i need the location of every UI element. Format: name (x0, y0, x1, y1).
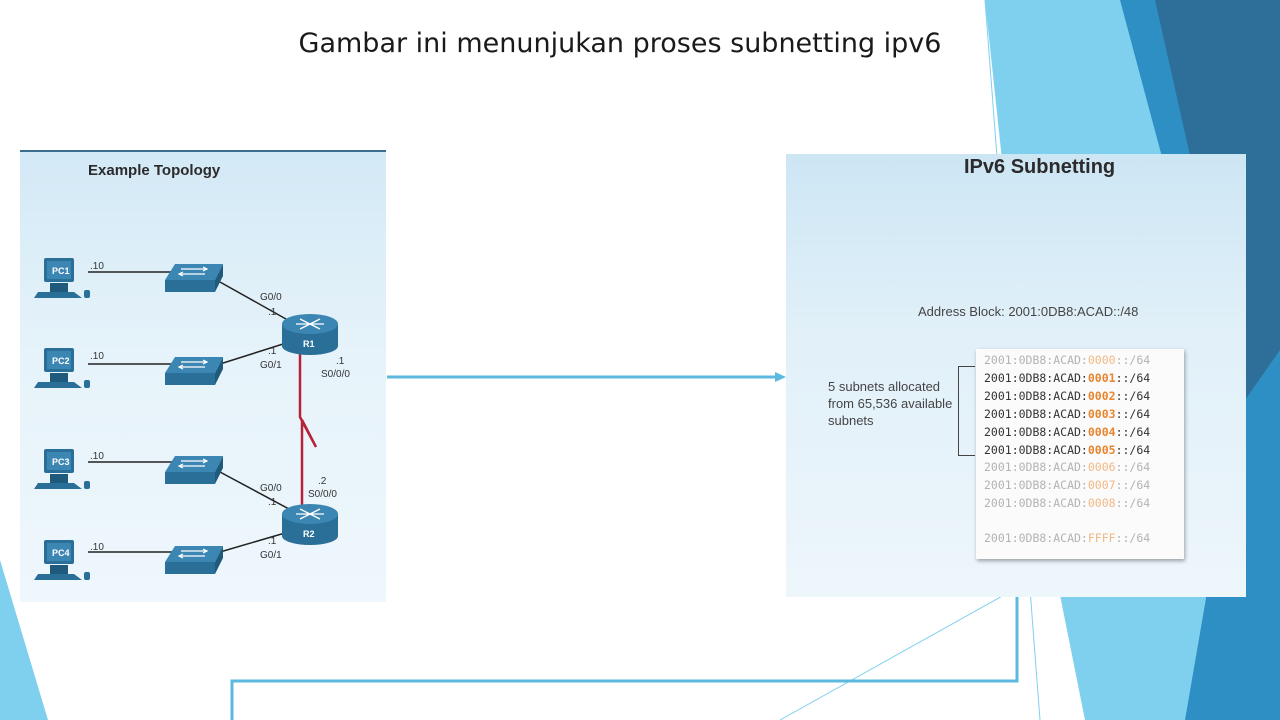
subnet-id: 0001 (1087, 371, 1116, 385)
subnet-suffix: ::/64 (1115, 478, 1151, 492)
subnet-row: 2001:0DB8:ACAD:0007::/64 (984, 478, 1150, 492)
allocation-note: 5 subnets allocated from 65,536 availabl… (828, 379, 953, 428)
subnet-row: 2001:0DB8:ACAD:0006::/64 (984, 460, 1150, 474)
subnet-prefix: 2001:0DB8:ACAD: (984, 389, 1088, 403)
switch3-icon (165, 456, 223, 484)
subnet-prefix: 2001:0DB8:ACAD: (984, 496, 1088, 510)
router-r1-label: R1 (303, 339, 315, 349)
subnet-prefix: 2001:0DB8:ACAD: (984, 353, 1088, 367)
subnet-suffix: ::/64 (1115, 353, 1151, 367)
subnet-suffix: ::/64 (1115, 531, 1151, 545)
switch4-icon (165, 546, 223, 574)
subnet-id: 0007 (1087, 478, 1116, 492)
subnet-id: FFFF (1087, 531, 1116, 545)
pc1-icon (34, 258, 90, 298)
switch1-icon (165, 264, 223, 292)
router-r1-icon (282, 314, 338, 355)
subnet-prefix: 2001:0DB8:ACAD: (984, 478, 1088, 492)
address-block-label: Address Block: 2001:0DB8:ACAD::/48 (918, 304, 1139, 319)
subnet-prefix: 2001:0DB8:ACAD: (984, 443, 1088, 457)
subnet-suffix: ::/64 (1115, 460, 1151, 474)
subnet-suffix: ::/64 (1115, 371, 1151, 385)
r1-serial-interface: S0/0/0 (321, 369, 350, 380)
pc2-label: PC2 (52, 356, 70, 366)
router-r2-icon (282, 504, 338, 545)
subnet-id: 0008 (1087, 496, 1116, 510)
pc3-label: PC3 (52, 457, 70, 467)
subnet-suffix: ::/64 (1115, 443, 1151, 457)
pc3-icon (34, 449, 90, 489)
pc4-label: PC4 (52, 548, 70, 558)
left-corner-shape (0, 560, 48, 720)
subnet-row: 2001:0DB8:ACAD:0008::/64 (984, 496, 1150, 510)
slide-title: Gambar ini menunjukan proses subnetting … (298, 28, 942, 59)
subnet-id: 0002 (1087, 389, 1116, 403)
topology-title: Example Topology (88, 162, 221, 179)
pc4-icon (34, 540, 90, 580)
r1-serial-address: .1 (336, 356, 345, 367)
pc3-address: .10 (90, 451, 104, 462)
subnet-suffix: ::/64 (1115, 389, 1151, 403)
switch2-icon (165, 357, 223, 385)
pc1-label: PC1 (52, 266, 70, 276)
pc2-icon (34, 348, 90, 388)
subnet-row: 2001:0DB8:ACAD:0003::/64 (984, 407, 1150, 421)
router-r2-label: R2 (303, 529, 315, 539)
serial-link-r1-r2 (298, 348, 318, 508)
decor-thin-line-2 (779, 574, 1041, 720)
subnet-row: 2001:0DB8:ACAD:0000::/64 (984, 353, 1150, 367)
subnet-prefix: 2001:0DB8:ACAD: (984, 371, 1088, 385)
subnet-id: 0004 (1087, 425, 1116, 439)
connector-arrowhead (775, 372, 786, 382)
pc4-address: .10 (90, 542, 104, 553)
subnet-suffix: ::/64 (1115, 496, 1151, 510)
bottom-connector-line (230, 597, 1019, 720)
subnet-id: 0005 (1087, 443, 1116, 457)
r1-g01-interface: G0/1 (260, 360, 282, 371)
r1-g01-address: .1 (268, 346, 277, 357)
subnet-prefix: 2001:0DB8:ACAD: (984, 531, 1088, 545)
ipv6-subnetting-panel: IPv6 Subnetting Address Block: 2001:0DB8… (786, 154, 1246, 597)
pc1-address: .10 (90, 261, 104, 272)
subnet-id: 0006 (1087, 460, 1116, 474)
r1-g00-interface: G0/0 (260, 292, 282, 303)
subnet-id: 0003 (1087, 407, 1116, 421)
subnet-prefix: 2001:0DB8:ACAD: (984, 407, 1088, 421)
subnet-row: 2001:0DB8:ACAD:0002::/64 (984, 389, 1150, 403)
subnetting-title: IPv6 Subnetting (964, 156, 1116, 178)
allocation-bracket (958, 366, 975, 456)
r1-g00-address: .1 (268, 307, 277, 318)
topology-diagram: Example Topology (20, 150, 386, 602)
subnet-suffix: ::/64 (1115, 407, 1151, 421)
topology-graphics (34, 258, 338, 580)
r2-g01-interface: G0/1 (260, 550, 282, 561)
subnet-row: 2001:0DB8:ACAD:0004::/64 (984, 425, 1150, 439)
r2-g00-interface: G0/0 (260, 483, 282, 494)
r2-g00-address: .1 (268, 497, 277, 508)
pc2-address: .10 (90, 351, 104, 362)
subnet-row: 2001:0DB8:ACAD:0001::/64 (984, 371, 1150, 385)
r2-serial-interface: S0/0/0 (308, 489, 337, 500)
subnet-prefix: 2001:0DB8:ACAD: (984, 425, 1088, 439)
subnet-suffix: ::/64 (1115, 425, 1151, 439)
subnet-row: 2001:0DB8:ACAD:0005::/64 (984, 443, 1150, 457)
r2-serial-address: .2 (318, 476, 327, 487)
r2-g01-address: .1 (268, 536, 277, 547)
subnet-prefix: 2001:0DB8:ACAD: (984, 460, 1088, 474)
subnet-id: 0000 (1087, 353, 1116, 367)
subnet-row: 2001:0DB8:ACAD:FFFF::/64 (984, 531, 1150, 545)
